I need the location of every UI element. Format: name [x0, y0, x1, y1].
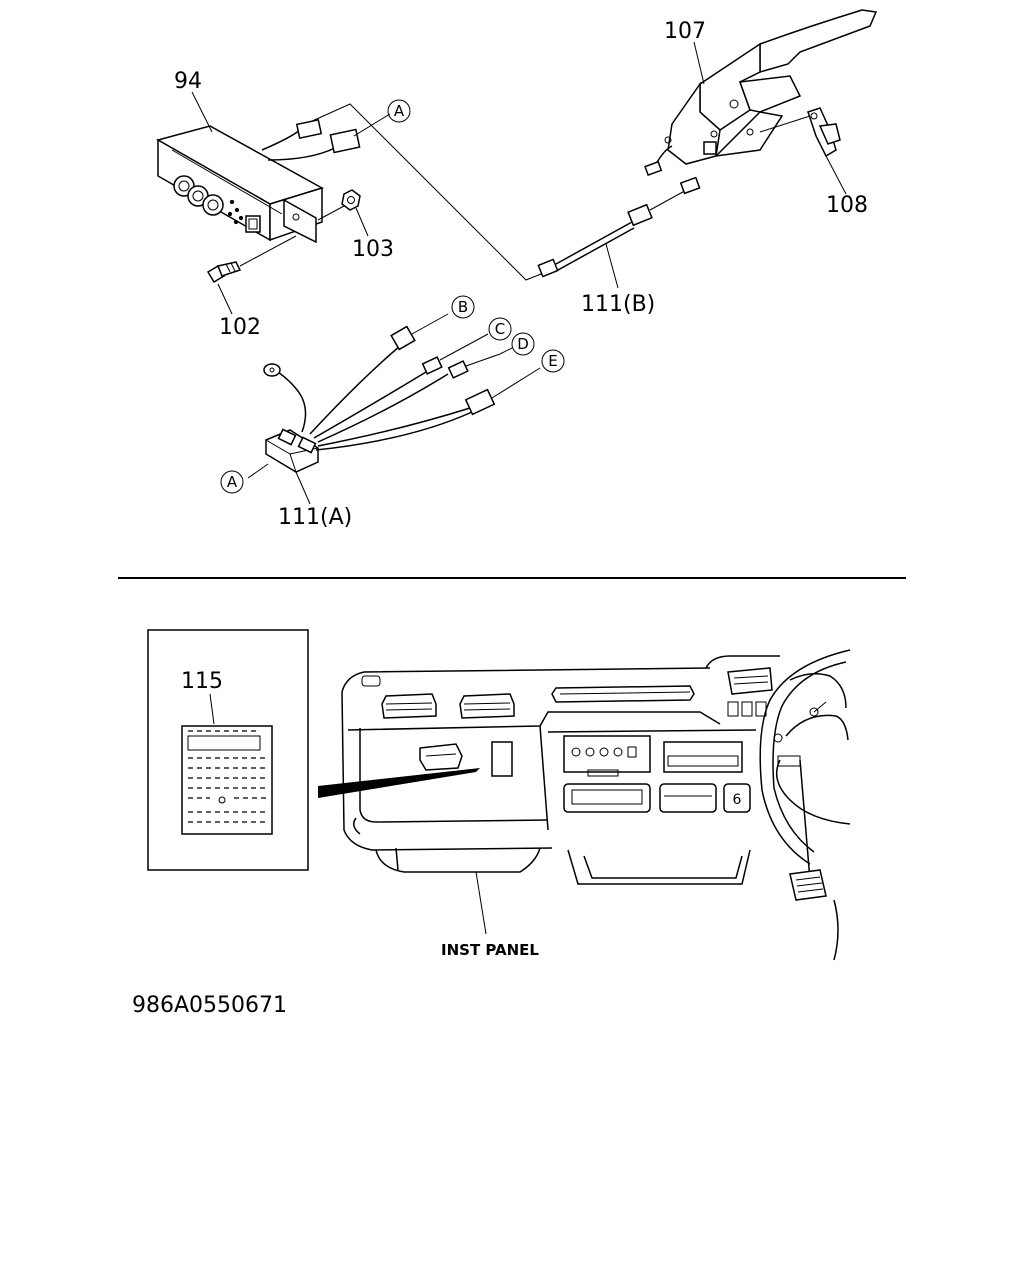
label-103: 103 — [352, 237, 394, 262]
connector-a-bottom-label: A — [227, 473, 238, 491]
harness-111a — [247, 313, 541, 505]
parking-brake-107 — [644, 9, 878, 195]
connector-c-circle: C — [488, 317, 512, 341]
diagram-code: 986A0550671 — [132, 993, 287, 1018]
label-108: 108 — [826, 193, 868, 218]
inset-box-115: 115 — [147, 629, 309, 871]
connector-e-label: E — [548, 352, 557, 370]
connector-e-circle: E — [541, 349, 565, 373]
label-94: 94 — [174, 69, 202, 94]
connector-b-label: B — [458, 298, 468, 316]
label-107: 107 — [664, 19, 706, 44]
connector-d-label: D — [517, 335, 529, 353]
panel-knob-glyph: 6 — [733, 792, 742, 808]
harness-111b — [537, 187, 691, 289]
label-111a: 111(A) — [278, 505, 352, 530]
connector-a-top-circle: A — [387, 99, 411, 123]
clip-108 — [807, 107, 847, 195]
label-102: 102 — [219, 315, 261, 340]
connector-b-circle: B — [451, 295, 475, 319]
label-115: 115 — [181, 669, 223, 694]
bolt-102 — [206, 235, 297, 284]
inst-panel-label: INST PANEL — [441, 941, 539, 959]
switch-panel-94 — [156, 118, 361, 244]
connector-d-circle: D — [511, 332, 535, 356]
instrument-panel: 6 — [341, 649, 851, 961]
label-111b: 111(B) — [581, 292, 655, 317]
connector-c-label: C — [495, 320, 505, 338]
inset-pointer — [318, 768, 480, 798]
connector-a-top-label: A — [394, 102, 405, 120]
nut-103 — [317, 189, 361, 221]
connector-a-bottom-circle: A — [220, 470, 244, 494]
